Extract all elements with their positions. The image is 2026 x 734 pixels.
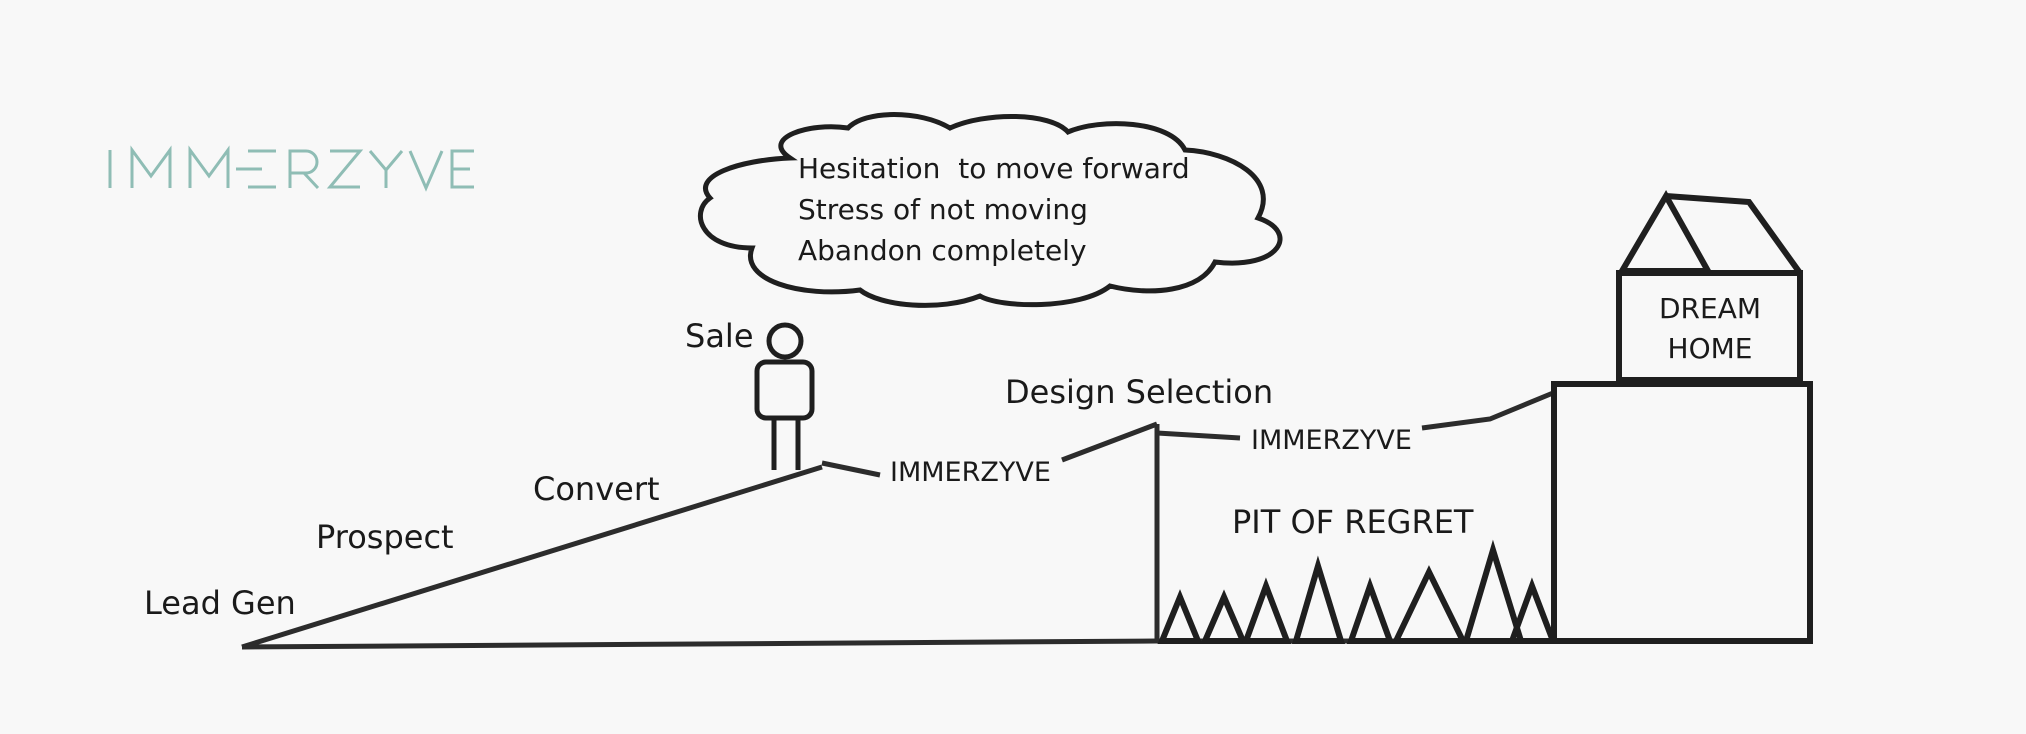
thought-line-3: Abandon completely bbox=[798, 234, 1087, 267]
regret-spikes bbox=[1157, 539, 1558, 644]
label-convert: Convert bbox=[533, 470, 660, 508]
thought-line-1: Hesitation to move forward bbox=[798, 152, 1190, 185]
thought-cloud bbox=[698, 112, 1283, 308]
ground-line bbox=[241, 638, 1158, 650]
bridge-1-right bbox=[1061, 421, 1158, 463]
label-sale: Sale bbox=[685, 317, 754, 355]
dream-home-line-2: HOME bbox=[1668, 332, 1753, 365]
sales-ramp bbox=[241, 464, 823, 650]
thought-line-2: Stress of not moving bbox=[798, 193, 1088, 226]
immerzyve-logo bbox=[108, 145, 474, 192]
dream-home-line-1: DREAM bbox=[1659, 292, 1761, 325]
bridge-2-label: IMMERZYVE bbox=[1251, 425, 1412, 456]
bridge-1-label: IMMERZYVE bbox=[890, 457, 1051, 488]
label-prospect: Prospect bbox=[316, 518, 454, 556]
label-design-selection: Design Selection bbox=[1005, 373, 1273, 411]
bridge-1-left bbox=[821, 460, 881, 478]
dream-home-icon bbox=[1616, 189, 1803, 383]
bridge-2-left bbox=[1156, 430, 1241, 441]
label-lead-gen: Lead Gen bbox=[144, 584, 296, 622]
bridge-2-right bbox=[1421, 390, 1554, 431]
home-platform bbox=[1551, 381, 1813, 644]
person-icon bbox=[754, 322, 815, 470]
label-pit-of-regret: PIT OF REGRET bbox=[1232, 503, 1474, 541]
